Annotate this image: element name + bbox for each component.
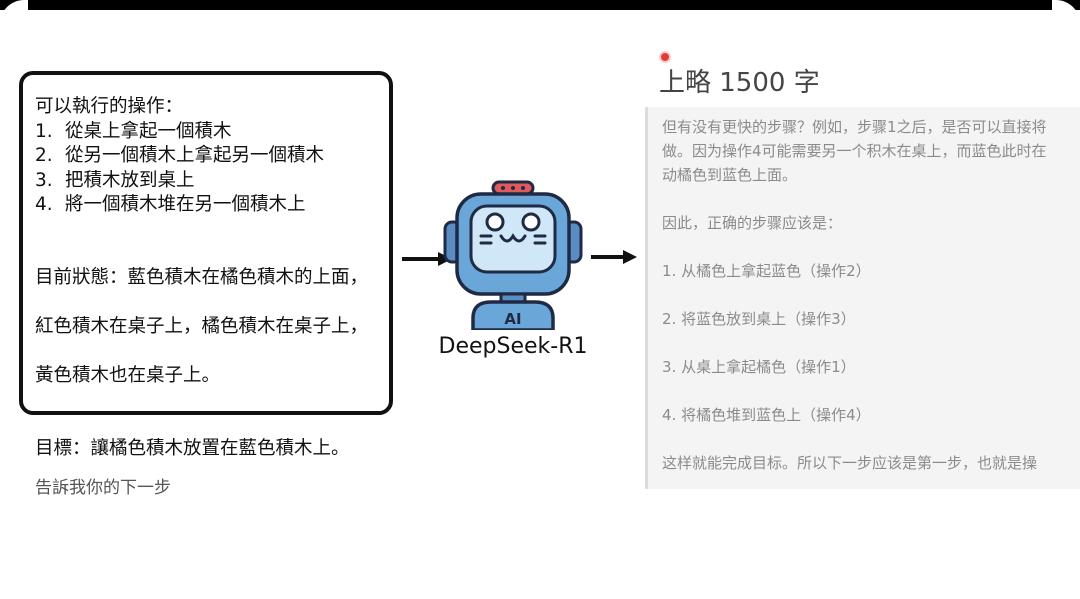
step-line: 3. 从桌上拿起橘色（操作1） [662, 358, 856, 376]
operation-item: 3.把積木放到桌上 [35, 169, 195, 191]
current-state: 目前狀態：藍色積木在橘色積木的上面， 紅色積木在桌子上，橘色積木在桌子上， 黃色… [35, 267, 369, 386]
prompt-box: 可以執行的操作： 1.從桌上拿起一個積木 2.從另一個積木上拿起另一個積木 3.… [19, 71, 393, 498]
operations-title: 可以執行的操作： [35, 96, 184, 117]
operations-list: 1.從桌上拿起一個積木 2.從另一個積木上拿起另一個積木 3.把積木放到桌上 4… [35, 120, 389, 218]
operation-item: 2.從另一個積木上拿起另一個積木 [35, 145, 325, 166]
final-line: 这样就能完成目标。所以下一步应该是第一步，也就是操 [662, 454, 1038, 472]
robot-badge: AI [504, 310, 521, 328]
reasoning-output-panel: 但有没有更快的步骤？例如，步骤1之后，是否可以直接将 做。因为操作4可能需要另一… [645, 107, 1080, 489]
ask-next-step: 告訴我你的下一步 [35, 477, 171, 498]
operation-item: 1.從桌上拿起一個積木 [35, 120, 232, 142]
reasoning-line: 但有没有更快的步骤？例如，步骤1之后，是否可以直接将 [662, 118, 1047, 136]
operation-item: 4.將一個積木堆在另一個積木上 [35, 194, 306, 215]
output-title: 上略 1500 字 [659, 68, 820, 98]
top-frame-bar [0, 0, 1080, 28]
reasoning-text: 但有没有更快的步骤？例如，步骤1之后，是否可以直接将 做。因为操作4可能需要另一… [662, 115, 1080, 475]
goal-text: 目標：讓橘色積木放置在藍色積木上。 [35, 438, 350, 459]
reasoning-line: 动橘色到蓝色上面。 [662, 166, 798, 184]
step-line: 1. 从橘色上拿起蓝色（操作2） [662, 262, 871, 280]
cursor-dot [661, 53, 669, 61]
reasoning-line: 做。因为操作4可能需要另一个积木在桌上，而蓝色此时在 [662, 142, 1047, 160]
model-label: DeepSeek-R1 [438, 334, 588, 359]
step-line: 4. 将橘色堆到蓝色上（操作4） [662, 406, 871, 424]
output-arrow-icon [591, 250, 637, 264]
robot-icon: AI [443, 180, 583, 330]
conclusion-line: 因此，正确的步骤应该是： [662, 214, 843, 232]
step-line: 2. 将蓝色放到桌上（操作3） [662, 310, 856, 328]
